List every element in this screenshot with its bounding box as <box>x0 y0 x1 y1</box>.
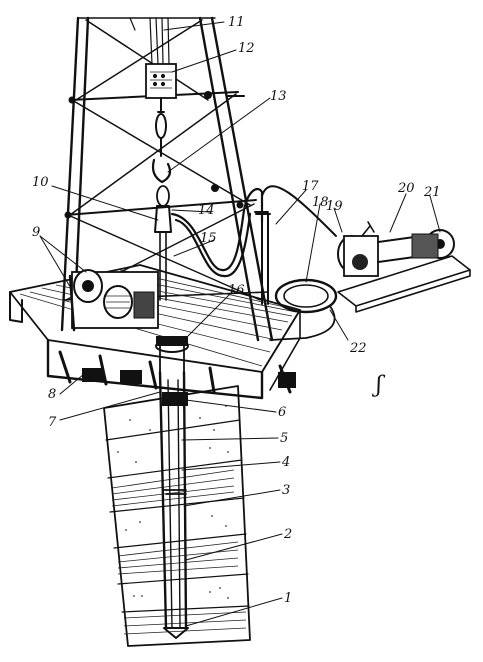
callout-2: 2 <box>283 527 292 542</box>
callout-13: 13 <box>270 89 287 104</box>
direction-mark: ʃ <box>371 373 386 398</box>
callout-6: 6 <box>278 405 286 420</box>
callout-19: 19 <box>326 199 343 214</box>
callout-7: 7 <box>48 415 57 430</box>
callout-18: 18 <box>312 195 329 210</box>
pump-unit <box>261 185 471 313</box>
hoisting-system <box>145 17 264 301</box>
borehole-section <box>103 370 251 647</box>
standpipe <box>255 213 271 305</box>
callout-14: 14 <box>198 203 215 218</box>
hose-coil <box>269 278 338 341</box>
callout-5: 5 <box>280 431 288 446</box>
callout-21: 21 <box>423 185 441 200</box>
callout-17: 17 <box>302 179 319 194</box>
callout-labels: 1 2 3 4 5 6 7 8 9 10 11 12 13 14 15 16 1… <box>32 15 441 606</box>
callout-16: 16 <box>228 283 245 298</box>
callout-15: 15 <box>200 231 217 246</box>
callout-22: 22 <box>349 341 367 356</box>
callout-3: 3 <box>282 483 290 498</box>
callout-1: 1 <box>284 591 292 606</box>
callout-12: 12 <box>238 41 255 56</box>
callout-20: 20 <box>397 181 415 196</box>
derrick-tower <box>60 16 274 342</box>
callout-10: 10 <box>32 175 49 190</box>
drawworks <box>68 269 159 332</box>
callout-4: 4 <box>281 455 290 470</box>
callout-8: 8 <box>48 387 56 402</box>
callout-9: 9 <box>32 225 40 240</box>
leader-lines <box>39 21 441 627</box>
callout-11: 11 <box>228 15 245 30</box>
rotary-table <box>155 336 189 373</box>
